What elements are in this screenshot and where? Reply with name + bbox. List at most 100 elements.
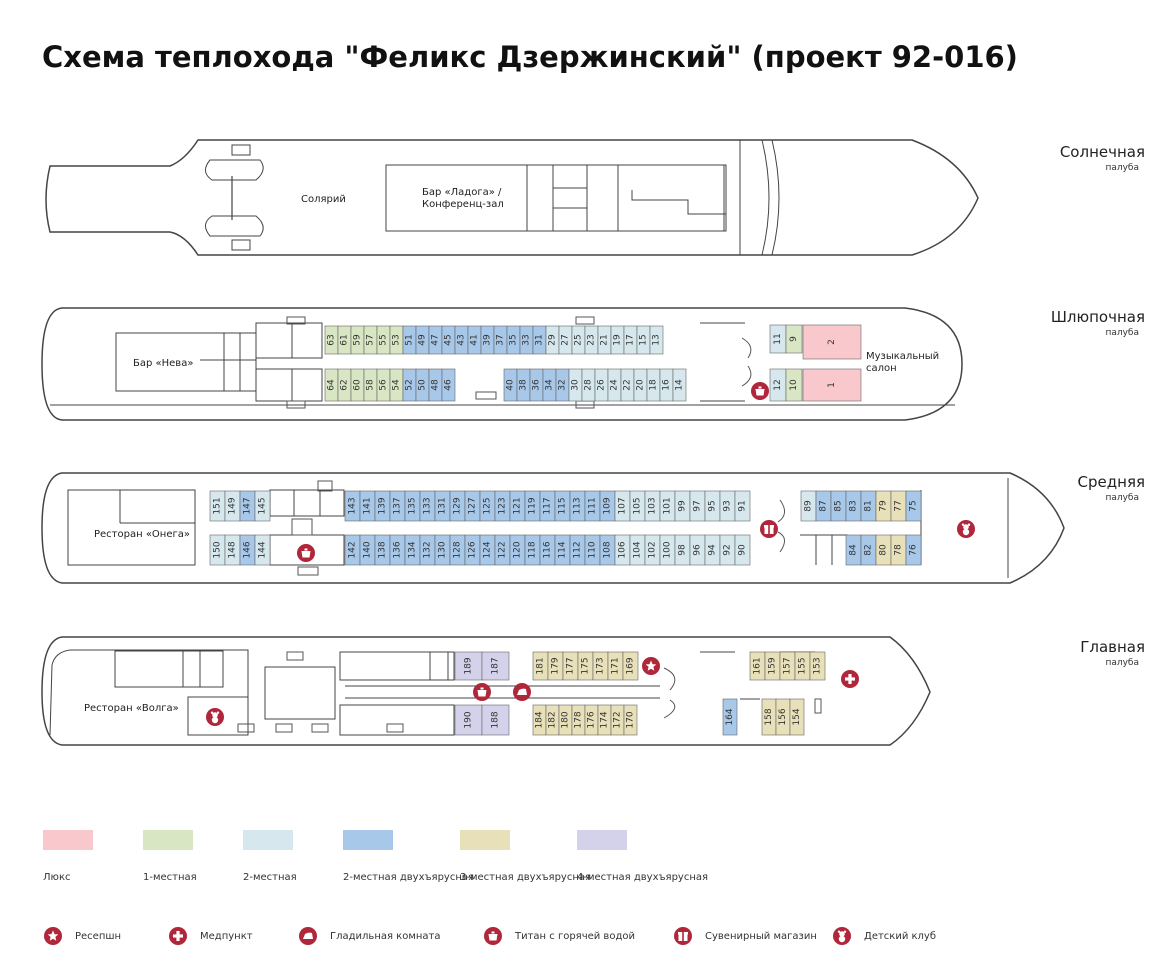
cabin-132[interactable]: 132 — [419, 534, 436, 566]
cabin-101[interactable]: 101 — [659, 490, 676, 522]
cabin-103[interactable]: 103 — [644, 490, 661, 522]
cabin-135[interactable]: 135 — [404, 490, 421, 522]
cabin-61[interactable]: 61 — [337, 325, 352, 355]
cabin-161[interactable]: 161 — [749, 651, 766, 681]
cabin-151[interactable]: 151 — [209, 490, 226, 522]
cabin-98[interactable]: 98 — [674, 534, 691, 566]
cabin-38[interactable]: 38 — [516, 368, 531, 402]
cabin-94[interactable]: 94 — [704, 534, 721, 566]
cabin-2[interactable]: 2 — [802, 324, 862, 360]
cabin-83[interactable]: 83 — [845, 490, 862, 522]
cabin-187[interactable]: 187 — [481, 651, 510, 681]
cabin-181[interactable]: 181 — [532, 651, 549, 681]
cabin-21[interactable]: 21 — [597, 325, 612, 355]
cabin-138[interactable]: 138 — [374, 534, 391, 566]
cabin-49[interactable]: 49 — [415, 325, 430, 355]
cabin-179[interactable]: 179 — [547, 651, 564, 681]
cabin-171[interactable]: 171 — [607, 651, 624, 681]
cabin-155[interactable]: 155 — [794, 651, 811, 681]
cabin-54[interactable]: 54 — [389, 368, 404, 402]
cabin-53[interactable]: 53 — [389, 325, 404, 355]
cabin-36[interactable]: 36 — [529, 368, 544, 402]
cabin-114[interactable]: 114 — [554, 534, 571, 566]
cabin-149[interactable]: 149 — [224, 490, 241, 522]
cabin-95[interactable]: 95 — [704, 490, 721, 522]
cabin-131[interactable]: 131 — [434, 490, 451, 522]
cabin-105[interactable]: 105 — [629, 490, 646, 522]
cabin-31[interactable]: 31 — [532, 325, 547, 355]
cabin-18[interactable]: 18 — [646, 368, 661, 402]
cabin-47[interactable]: 47 — [428, 325, 443, 355]
cabin-182[interactable]: 182 — [545, 704, 560, 736]
cabin-117[interactable]: 117 — [539, 490, 556, 522]
cabin-174[interactable]: 174 — [597, 704, 612, 736]
cabin-63[interactable]: 63 — [324, 325, 339, 355]
cabin-76[interactable]: 76 — [905, 534, 922, 566]
cabin-142[interactable]: 142 — [344, 534, 361, 566]
cabin-10[interactable]: 10 — [785, 368, 803, 402]
cabin-184[interactable]: 184 — [532, 704, 547, 736]
cabin-137[interactable]: 137 — [389, 490, 406, 522]
cabin-13[interactable]: 13 — [649, 325, 664, 355]
cabin-148[interactable]: 148 — [224, 534, 241, 566]
cabin-92[interactable]: 92 — [719, 534, 736, 566]
cabin-118[interactable]: 118 — [524, 534, 541, 566]
cabin-48[interactable]: 48 — [428, 368, 443, 402]
cabin-133[interactable]: 133 — [419, 490, 436, 522]
cabin-150[interactable]: 150 — [209, 534, 226, 566]
cabin-27[interactable]: 27 — [558, 325, 573, 355]
cabin-156[interactable]: 156 — [775, 698, 791, 736]
cabin-26[interactable]: 26 — [594, 368, 609, 402]
cabin-100[interactable]: 100 — [659, 534, 676, 566]
cabin-24[interactable]: 24 — [607, 368, 622, 402]
cabin-90[interactable]: 90 — [734, 534, 751, 566]
cabin-89[interactable]: 89 — [800, 490, 817, 522]
cabin-120[interactable]: 120 — [509, 534, 526, 566]
cabin-127[interactable]: 127 — [464, 490, 481, 522]
cabin-126[interactable]: 126 — [464, 534, 481, 566]
cabin-50[interactable]: 50 — [415, 368, 430, 402]
cabin-52[interactable]: 52 — [402, 368, 417, 402]
cabin-110[interactable]: 110 — [584, 534, 601, 566]
cabin-180[interactable]: 180 — [558, 704, 573, 736]
cabin-146[interactable]: 146 — [239, 534, 256, 566]
cabin-176[interactable]: 176 — [584, 704, 599, 736]
cabin-60[interactable]: 60 — [350, 368, 365, 402]
cabin-115[interactable]: 115 — [554, 490, 571, 522]
cabin-125[interactable]: 125 — [479, 490, 496, 522]
cabin-116[interactable]: 116 — [539, 534, 556, 566]
cabin-139[interactable]: 139 — [374, 490, 391, 522]
cabin-173[interactable]: 173 — [592, 651, 609, 681]
cabin-58[interactable]: 58 — [363, 368, 378, 402]
cabin-121[interactable]: 121 — [509, 490, 526, 522]
cabin-17[interactable]: 17 — [623, 325, 638, 355]
cabin-112[interactable]: 112 — [569, 534, 586, 566]
cabin-144[interactable]: 144 — [254, 534, 271, 566]
cabin-157[interactable]: 157 — [779, 651, 796, 681]
cabin-12[interactable]: 12 — [769, 368, 787, 402]
cabin-81[interactable]: 81 — [860, 490, 877, 522]
cabin-158[interactable]: 158 — [761, 698, 777, 736]
cabin-164[interactable]: 164 — [722, 698, 738, 736]
cabin-134[interactable]: 134 — [404, 534, 421, 566]
cabin-22[interactable]: 22 — [620, 368, 635, 402]
cabin-35[interactable]: 35 — [506, 325, 521, 355]
cabin-23[interactable]: 23 — [584, 325, 599, 355]
cabin-175[interactable]: 175 — [577, 651, 594, 681]
cabin-177[interactable]: 177 — [562, 651, 579, 681]
cabin-1[interactable]: 1 — [802, 368, 862, 402]
cabin-188[interactable]: 188 — [481, 704, 510, 736]
cabin-107[interactable]: 107 — [614, 490, 631, 522]
cabin-80[interactable]: 80 — [875, 534, 892, 566]
cabin-154[interactable]: 154 — [789, 698, 805, 736]
cabin-39[interactable]: 39 — [480, 325, 495, 355]
cabin-41[interactable]: 41 — [467, 325, 482, 355]
cabin-45[interactable]: 45 — [441, 325, 456, 355]
cabin-25[interactable]: 25 — [571, 325, 586, 355]
cabin-102[interactable]: 102 — [644, 534, 661, 566]
cabin-14[interactable]: 14 — [672, 368, 687, 402]
cabin-145[interactable]: 145 — [254, 490, 271, 522]
cabin-91[interactable]: 91 — [734, 490, 751, 522]
cabin-82[interactable]: 82 — [860, 534, 877, 566]
cabin-32[interactable]: 32 — [555, 368, 570, 402]
